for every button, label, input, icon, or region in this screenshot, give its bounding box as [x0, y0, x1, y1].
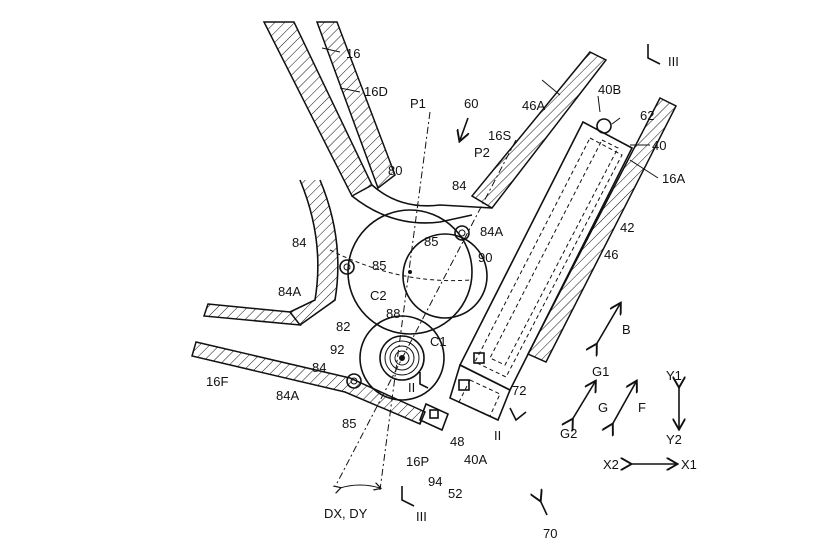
- label-84-left: 84: [292, 235, 306, 250]
- label-84a-left: 84A: [278, 284, 301, 299]
- label-b: B: [622, 322, 631, 337]
- label-16a: 16A: [662, 171, 685, 186]
- label-46a: 46A: [522, 98, 545, 113]
- label-iii-top: III: [668, 54, 679, 69]
- label-p1: P1: [410, 96, 426, 111]
- label-72: 72: [512, 383, 526, 398]
- label-84-top: 84: [452, 178, 466, 193]
- boss-84a-left: [340, 260, 354, 274]
- label-iii-bottom: III: [416, 509, 427, 524]
- seat-tube: [264, 22, 395, 196]
- label-c1: C1: [430, 334, 447, 349]
- label-62: 62: [640, 108, 654, 123]
- label-16s: 16S: [488, 128, 511, 143]
- label-16f: 16F: [206, 374, 228, 389]
- label-40b: 40B: [598, 82, 621, 97]
- arrow-f: [612, 382, 636, 425]
- label-p2: P2: [474, 145, 490, 160]
- label-40: 40: [652, 138, 666, 153]
- label-g: G: [598, 400, 608, 415]
- label-g1: G1: [592, 364, 609, 379]
- label-x1: X1: [681, 457, 697, 472]
- label-dx-dy: DX, DY: [324, 506, 368, 521]
- label-84a-bottom: 84A: [276, 388, 299, 403]
- label-y2: Y2: [666, 432, 682, 447]
- chain-stay: [192, 304, 425, 424]
- label-94: 94: [428, 474, 442, 489]
- label-88: 88: [386, 306, 400, 321]
- arrow-g: [572, 382, 595, 420]
- label-16d: 16D: [364, 84, 388, 99]
- label-85-top: 85: [424, 234, 438, 249]
- label-ii-right: II: [494, 428, 501, 443]
- label-40a: 40A: [464, 452, 487, 467]
- label-42: 42: [620, 220, 634, 235]
- label-85-left: 85: [372, 258, 386, 273]
- label-85-bottom: 85: [342, 416, 356, 431]
- label-16: 16: [346, 46, 360, 61]
- label-46: 46: [604, 247, 618, 262]
- down-tube: [472, 52, 676, 362]
- label-x2: X2: [603, 457, 619, 472]
- label-ii-left: II: [408, 380, 415, 395]
- label-y1: Y1: [666, 368, 682, 383]
- label-16p: 16P: [406, 454, 429, 469]
- label-48: 48: [450, 434, 464, 449]
- label-84-bottom: 84: [312, 360, 326, 375]
- label-92: 92: [330, 342, 344, 357]
- label-c2: C2: [370, 288, 387, 303]
- label-84a-top: 84A: [480, 224, 503, 239]
- label-60: 60: [464, 96, 478, 111]
- label-90: 90: [478, 250, 492, 265]
- label-g2: G2: [560, 426, 577, 441]
- label-82: 82: [336, 319, 350, 334]
- label-70: 70: [543, 526, 557, 541]
- label-f: F: [638, 400, 646, 415]
- label-80: 80: [388, 163, 402, 178]
- arrow-b: [596, 304, 620, 345]
- label-52: 52: [448, 486, 462, 501]
